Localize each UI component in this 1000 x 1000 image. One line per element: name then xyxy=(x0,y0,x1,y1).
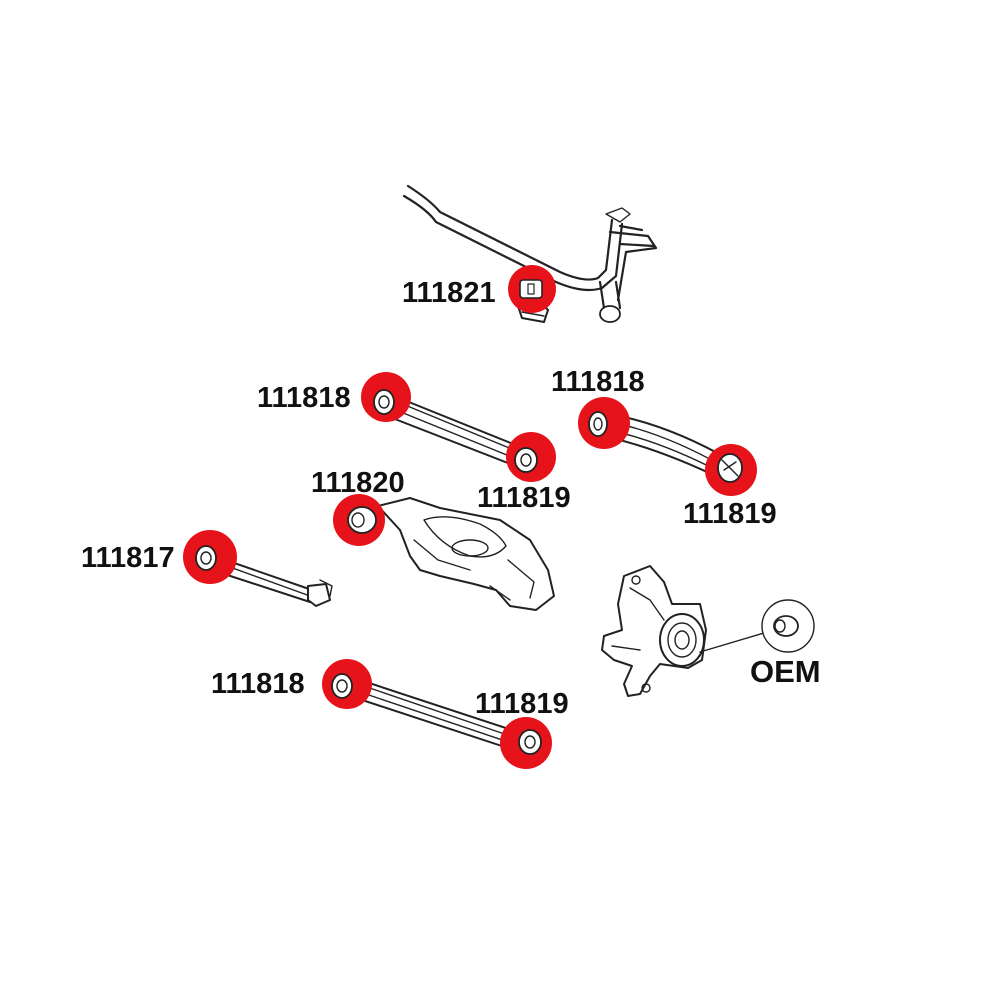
label-toe-link-inner: 111817 xyxy=(81,542,175,574)
highlight-control-arm-bushing xyxy=(333,494,385,546)
highlight-sway-bar-bushing xyxy=(508,265,556,313)
oem-bushing-callout xyxy=(699,599,815,653)
label-lower-arm-inner: 111818 xyxy=(211,668,305,700)
label-camber-arm-inner: 111818 xyxy=(551,366,645,398)
label-oem: OEM xyxy=(750,654,821,689)
label-upper-arm-inner: 111818 xyxy=(257,382,351,414)
label-camber-arm-outer: 111819 xyxy=(683,498,777,530)
trailing-control-arm xyxy=(377,497,555,611)
label-upper-arm-outer: 111819 xyxy=(477,482,571,514)
highlight-toe-link-inner xyxy=(183,530,237,584)
label-sway-bar-bushing: 111821 xyxy=(402,277,496,309)
highlight-camber-arm-inner xyxy=(578,397,630,449)
sway-bar xyxy=(402,184,658,323)
knuckle xyxy=(601,565,707,697)
highlight-camber-arm-outer xyxy=(705,444,757,496)
highlight-lower-arm-outer xyxy=(500,717,552,769)
label-lower-arm-outer: 111819 xyxy=(475,688,569,720)
highlight-upper-arm-inner xyxy=(361,372,411,422)
label-control-arm-bushing: 111820 xyxy=(311,467,405,499)
highlight-lower-arm-inner xyxy=(322,659,372,709)
highlight-upper-arm-outer xyxy=(506,432,556,482)
